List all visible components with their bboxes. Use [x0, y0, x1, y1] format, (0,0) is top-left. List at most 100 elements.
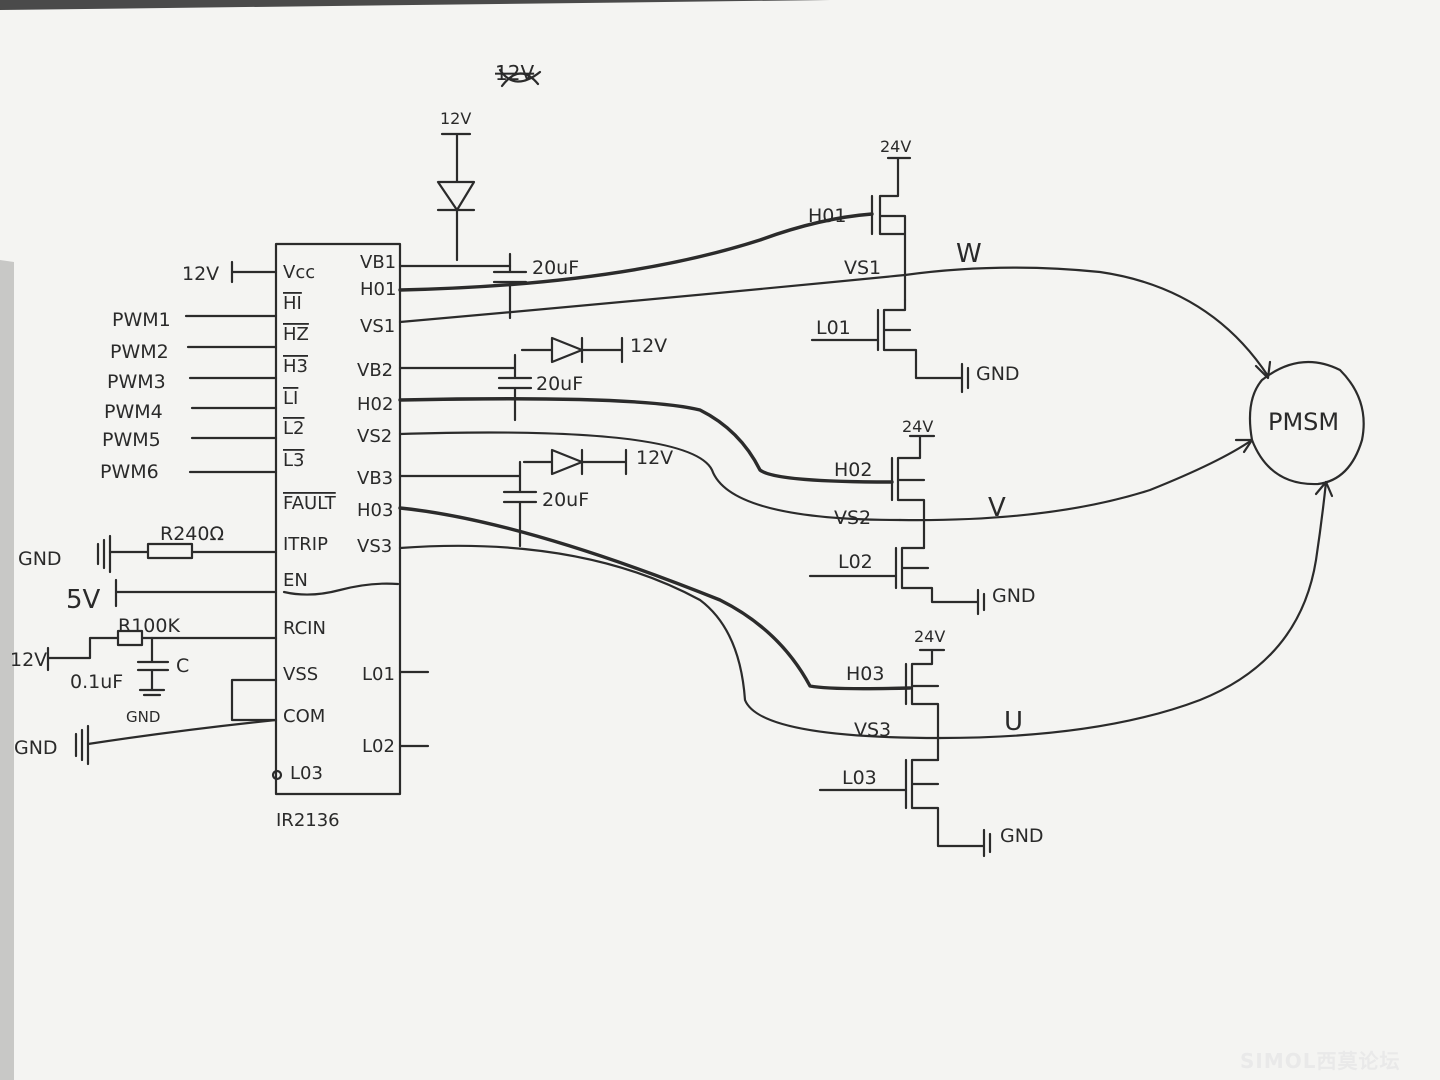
rcin-wire	[46, 636, 278, 660]
leg3-gate-high: H03	[846, 663, 884, 685]
vs1-wire	[398, 273, 907, 324]
diode3-symbol	[522, 448, 628, 476]
diode2-supply: 12V	[630, 335, 667, 357]
leg2-vs: VS2	[834, 507, 871, 529]
pin-lo2-label: L02	[362, 736, 395, 757]
paper-shadow-left	[0, 260, 14, 1080]
leg2-gate-high: H02	[834, 459, 872, 481]
vs2-route	[398, 431, 902, 522]
rcin-supply-label: 12V	[10, 649, 47, 671]
diode3-supply: 12V	[636, 447, 673, 469]
leg3-high-fet	[904, 648, 946, 762]
leg2-gnd: GND	[992, 585, 1036, 607]
leg1-gate-low: L01	[816, 317, 851, 339]
pin-vcc-label: Vcc	[283, 262, 315, 283]
vs3-route	[398, 544, 942, 740]
pin-vb2-label: VB2	[357, 360, 393, 381]
leg1-supply: 24V	[880, 137, 911, 156]
pin-ho1-label: H01	[360, 279, 396, 300]
pin-lo3-dot	[271, 769, 283, 781]
leg2-supply: 24V	[902, 417, 933, 436]
itrip-gnd-label: GND	[18, 548, 62, 570]
leg3-gate-low: L03	[842, 767, 877, 789]
leg3-vs: VS3	[854, 719, 891, 741]
pin-vss-label: VSS	[283, 664, 318, 685]
pin-lo1-label: L01	[362, 664, 395, 685]
phase-v-wire	[898, 438, 1254, 522]
itrip-resistor-label: R240Ω	[160, 523, 224, 545]
pwm4-label: PWM4	[104, 401, 163, 423]
pin-com-label: COM	[283, 706, 325, 727]
pin-vb1-label: VB1	[360, 252, 396, 273]
pin-li1-label: LI	[283, 388, 298, 409]
pin-itrip-label: ITRIP	[283, 534, 328, 555]
rcin-cap-value: 0.1uF	[70, 671, 123, 693]
rcin-cap-name: C	[176, 655, 189, 677]
pin-ho2-label: H02	[357, 394, 393, 415]
pin-ho3-label: H03	[357, 500, 393, 521]
chip-part-label: IR2136	[276, 810, 340, 831]
diode2-symbol	[520, 336, 624, 364]
leg2-gate-low: L02	[838, 551, 873, 573]
motor-circle	[1248, 360, 1365, 486]
dark-desk-corner	[0, 0, 830, 10]
ho2-route	[398, 397, 894, 484]
pwm6-label: PWM6	[100, 461, 159, 483]
phase-w-label: W	[956, 239, 982, 269]
pin-li3-label: L3	[283, 450, 304, 471]
pin-vs2-label: VS2	[357, 426, 392, 447]
pwm2-label: PWM2	[110, 341, 169, 363]
pin-fault-label: FAULT	[283, 493, 337, 514]
cap3-label: 20uF	[542, 489, 589, 511]
pin-hi2-label: HZ	[283, 324, 309, 345]
phase-v-arrow	[1234, 438, 1254, 454]
leg2-high-fet	[890, 434, 936, 550]
bootstrap-top-supply: 12V	[440, 109, 471, 128]
pin-lo3-label: L03	[290, 763, 323, 784]
ho3-route	[398, 506, 912, 691]
bootstrap-top-wire	[436, 132, 476, 262]
cap1-symbol	[492, 252, 528, 320]
phase-u-label: U	[1004, 707, 1023, 737]
ir2136-chip-body	[274, 242, 402, 796]
vss-com-tie	[230, 678, 278, 722]
vcc-supply-label: 12V	[182, 263, 219, 285]
pin-li2-label: L2	[283, 418, 304, 439]
leg3-gnd: GND	[1000, 825, 1044, 847]
pin-en-label: EN	[283, 570, 308, 591]
pin-hi1-label: HI	[283, 293, 302, 314]
pin-hi3-label: H3	[283, 356, 308, 377]
pin-vb3-label: VB3	[357, 468, 393, 489]
vb3-wire	[398, 460, 538, 548]
rcin-cap-wire	[136, 636, 170, 697]
motor-label: PMSM	[1268, 408, 1339, 436]
pwm3-label: PWM3	[107, 371, 166, 393]
ho1-route	[398, 212, 874, 292]
phase-w-arrow	[1254, 360, 1272, 380]
en-wire	[114, 578, 278, 608]
itrip-resistor	[146, 542, 194, 560]
phase-u-wire	[938, 480, 1328, 740]
vcc-wire	[230, 260, 278, 284]
leg1-gate-high: H01	[808, 205, 846, 227]
phase-u-arrow	[1314, 480, 1334, 498]
leg2-low-fet	[894, 546, 986, 616]
leg3-low-fet	[904, 758, 992, 858]
cap2-label: 20uF	[536, 373, 583, 395]
leg3-supply: 24V	[914, 627, 945, 646]
leg1-high-fet	[870, 156, 912, 302]
pwm5-label: PWM5	[102, 429, 161, 451]
rcin-resistor	[116, 629, 144, 647]
pin-vs3-label: VS3	[357, 536, 392, 557]
pwm1-label: PWM1	[112, 309, 171, 331]
leg1-low-fet	[876, 298, 970, 394]
rcin-cap-gnd: GND	[126, 708, 160, 726]
scribble-strike	[498, 68, 542, 88]
pin-vs1-label: VS1	[360, 316, 395, 337]
phase-w-wire	[903, 266, 1270, 378]
vb2-wire	[398, 353, 533, 422]
en-supply-label: 5V	[66, 585, 101, 615]
leg1-vs: VS1	[844, 257, 881, 279]
com-gnd-label: GND	[14, 737, 58, 759]
